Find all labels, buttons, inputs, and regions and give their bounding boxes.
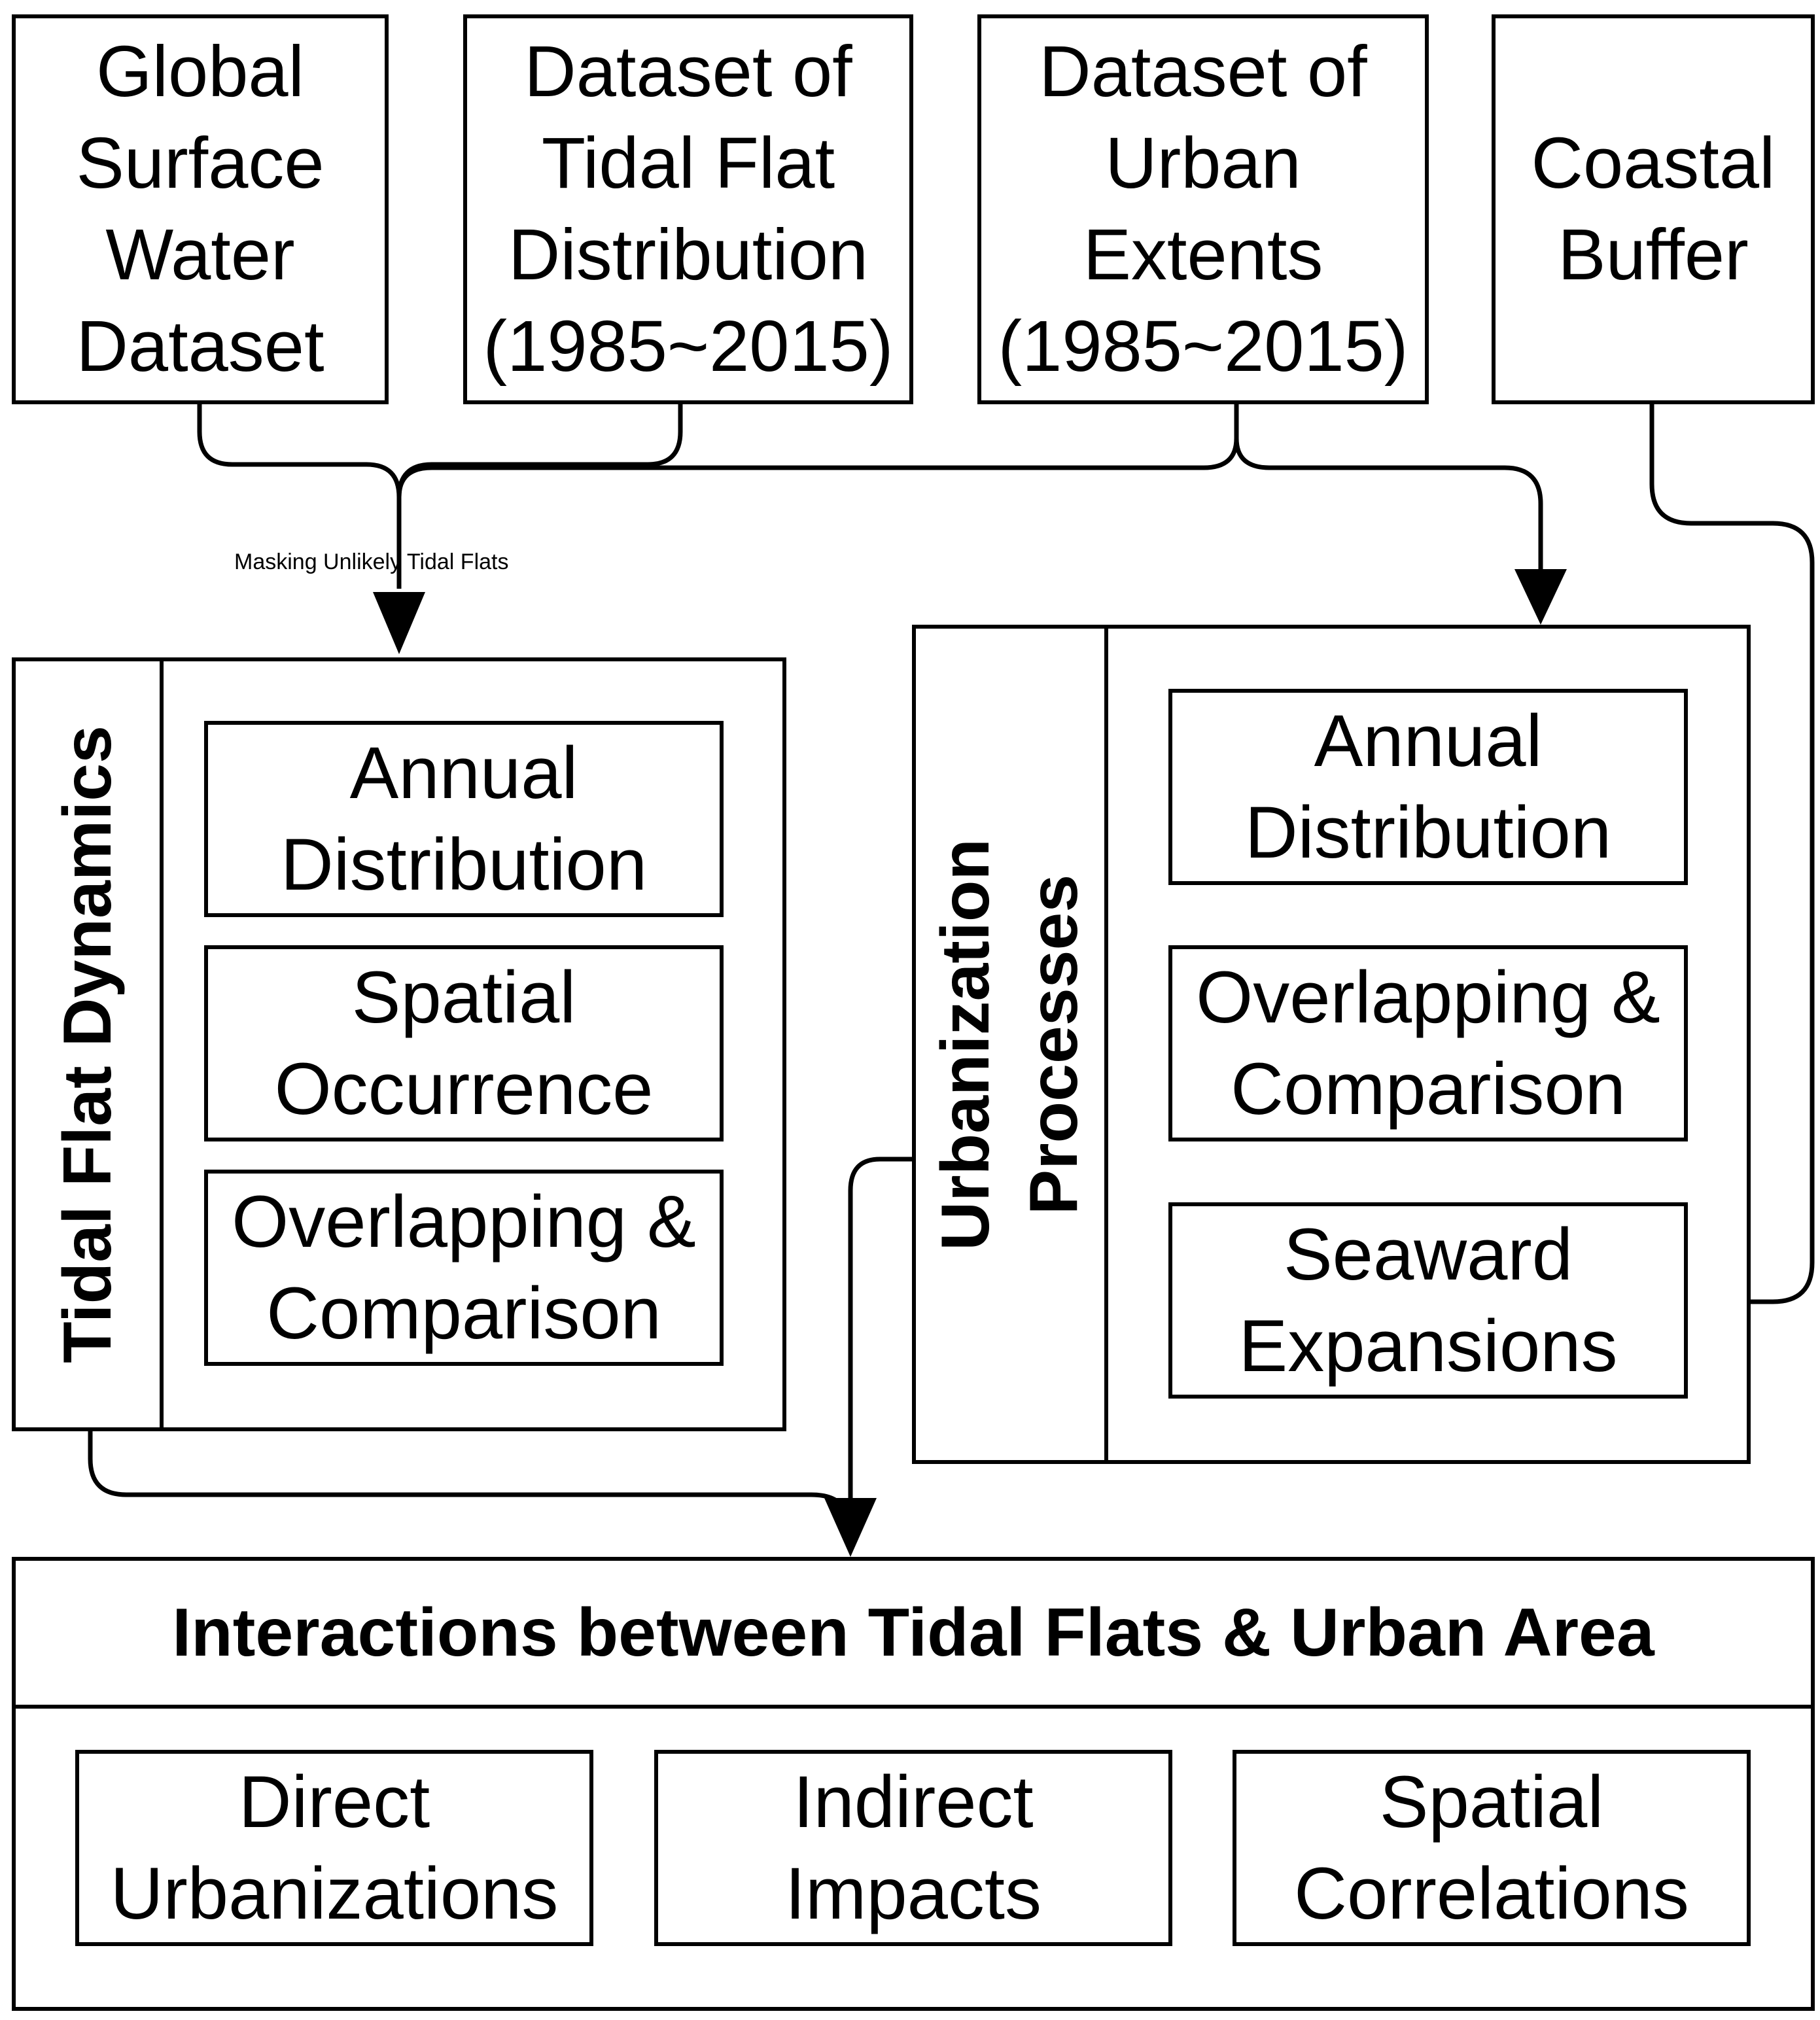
indirect-impacts-box: Indirect Impacts (654, 1750, 1172, 1946)
source-tidal-flat-distribution: Dataset of Tidal Flat Distribution (1985… (463, 14, 913, 404)
interactions-title: Interactions between Tidal Flats & Urban… (172, 1594, 1654, 1671)
interaction-item-1-line-1: Direct (238, 1761, 430, 1843)
arrowhead-to-interactions (824, 1498, 877, 1557)
tidal-item-2-line-1: Spatial (351, 956, 576, 1038)
tidal-flat-dynamics-title-cell (12, 657, 164, 1431)
tidal-spatial-occurrence-box: Spatial Occurrence (204, 945, 724, 1141)
urban-overlapping-comparison-box: Overlapping & Comparison (1168, 945, 1688, 1141)
interactions-header-cell (12, 1557, 1815, 1709)
tidal-flat-dynamics-title-text: Tidal Flat Dynamics (49, 725, 126, 1363)
tidal-item-3-line-2: Comparison (266, 1272, 661, 1354)
source-gsw-line-4: Dataset (76, 306, 324, 387)
urbanization-processes-title: Urbanization Processes (916, 629, 1104, 1460)
urban-seaward-expansions-box: Seaward Expansions (1168, 1202, 1688, 1399)
connector-urban-to-merge (396, 404, 1239, 498)
source-urban-line-1: Dataset of (1039, 31, 1367, 112)
interaction-item-2-line-2: Impacts (784, 1853, 1042, 1934)
source-urban-line-2: Urban (1105, 123, 1301, 203)
connector-urban-to-urbanization (1234, 404, 1543, 589)
source-coastal-buffer: Coastal Buffer (1492, 14, 1815, 404)
masking-label: Masking Unlikely Tidal Flats (234, 549, 509, 574)
source-gsw-line-1: Global (96, 31, 304, 112)
urban-item-3-line-2: Expansions (1238, 1305, 1618, 1387)
urbanization-title-line-1: Urbanization (928, 838, 1004, 1251)
urban-annual-distribution-box: Annual Distribution (1168, 689, 1688, 885)
interaction-item-1-line-2: Urbanizations (110, 1853, 559, 1934)
tidal-item-1-line-1: Annual (349, 732, 578, 814)
urbanization-processes-title-text: Urbanization Processes (922, 839, 1098, 1251)
source-tidal-line-4: (1985~2015) (483, 306, 894, 387)
tidal-flat-dynamics-title: Tidal Flat Dynamics (16, 661, 160, 1427)
urbanization-title-line-2: Processes (1016, 874, 1093, 1215)
tidal-annual-distribution-box: Annual Distribution (204, 721, 724, 917)
arrowhead-to-urbanization (1514, 569, 1567, 625)
tidal-overlapping-comparison-box: Overlapping & Comparison (204, 1170, 724, 1366)
tidal-item-1-line-2: Distribution (280, 824, 648, 905)
source-gsw-line-3: Water (105, 215, 295, 295)
tidal-item-3-line-1: Overlapping & (232, 1181, 696, 1262)
source-tidal-line-3: Distribution (508, 215, 869, 295)
arrowhead-to-tidal-dynamics (373, 592, 425, 654)
connector-coastal-to-seaward (1649, 404, 1815, 1304)
interaction-item-3-line-1: Spatial (1379, 1761, 1604, 1843)
urban-item-2-line-2: Comparison (1231, 1048, 1626, 1130)
source-gsw-line-2: Surface (76, 123, 324, 203)
spatial-correlations-box: Spatial Correlations (1233, 1750, 1751, 1946)
tidal-item-2-line-2: Occurrence (274, 1048, 654, 1130)
urban-item-1-line-1: Annual (1314, 700, 1543, 782)
source-urban-line-4: (1985~2015) (998, 306, 1409, 387)
source-global-surface-water: Global Surface Water Dataset (12, 14, 389, 404)
interaction-item-3-line-2: Correlations (1294, 1853, 1689, 1934)
source-coastal-line-2: Buffer (1558, 215, 1749, 295)
urbanization-processes-title-cell (912, 625, 1108, 1464)
urban-item-1-line-2: Distribution (1244, 792, 1612, 873)
connector-tidal-dynamics-to-interactions (88, 1431, 850, 1544)
connector-tidal-to-merge (396, 404, 683, 498)
source-tidal-line-2: Tidal Flat (541, 123, 835, 203)
connector-urbanization-to-interactions (848, 1157, 913, 1544)
source-urban-extents: Dataset of Urban Extents (1985~2015) (977, 14, 1429, 404)
urban-item-2-line-1: Overlapping & (1196, 956, 1660, 1038)
source-urban-line-3: Extents (1083, 215, 1323, 295)
urban-item-3-line-1: Seaward (1283, 1213, 1573, 1295)
source-tidal-line-1: Dataset of (524, 31, 852, 112)
interaction-item-2-line-1: Indirect (793, 1761, 1034, 1843)
direct-urbanizations-box: Direct Urbanizations (75, 1750, 593, 1946)
source-coastal-line-1: Coastal (1531, 123, 1776, 203)
connector-gsw-to-merge (197, 404, 402, 589)
